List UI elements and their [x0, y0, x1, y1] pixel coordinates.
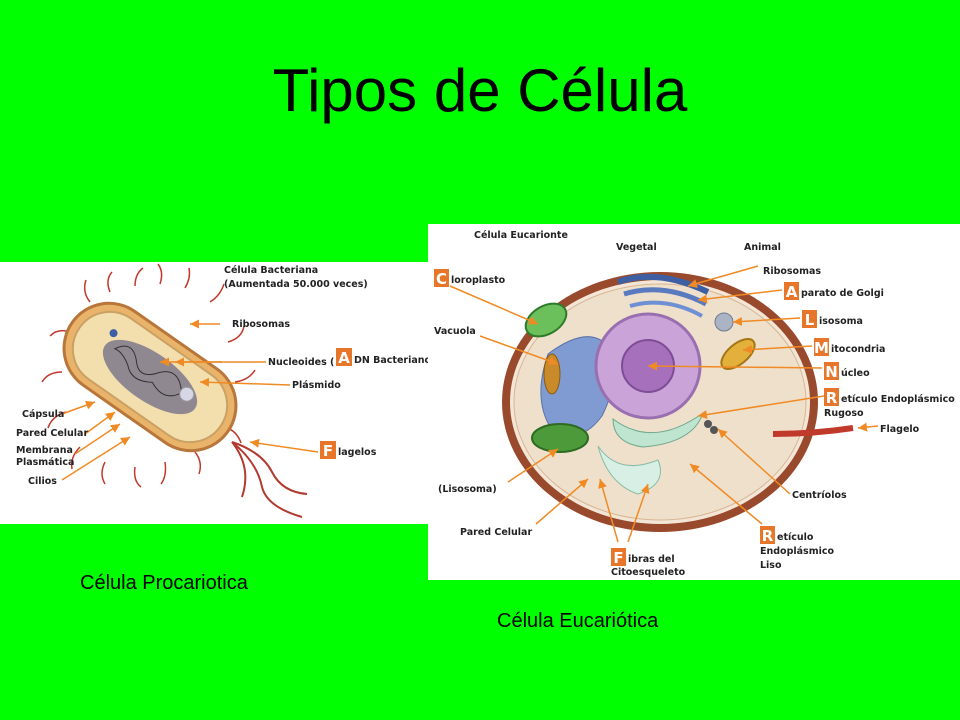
label-golgi: parato de Golgi — [801, 288, 884, 299]
label-liso: Liso — [760, 560, 782, 571]
cloroplasto-badge-letter: C — [436, 270, 447, 288]
col-vegetal: Vegetal — [616, 242, 657, 253]
prokaryote-caption: Célula Procariotica — [80, 572, 248, 594]
pro-arrows — [61, 319, 319, 481]
label-nucleo: úcleo — [841, 368, 870, 379]
bacterium-magnification: (Aumentada 50.000 veces) — [224, 279, 368, 290]
label-fibras: ibras del — [628, 554, 675, 565]
fibras-badge-letter: F — [613, 549, 623, 567]
label-adn: DN Bacteriano ) — [354, 355, 430, 366]
label-vacuola: Vacuola — [434, 326, 476, 337]
bacterium-heading: Célula Bacteriana — [224, 265, 318, 276]
eukaryote-diagram: C A L M N R F R Célula Eucarionte Vegeta… — [428, 224, 960, 580]
label-ribosomas: Ribosomas — [232, 319, 290, 330]
label-cilios: Cilios — [28, 476, 57, 487]
lisosoma-badge-letter: L — [805, 311, 815, 329]
euk-heading: Célula Eucarionte — [474, 230, 568, 241]
label-rer: etículo Endoplásmico — [841, 394, 955, 405]
rer-badge-letter: R — [826, 389, 838, 407]
nucleo-badge-letter: N — [825, 363, 838, 381]
bacterium-body — [62, 301, 238, 453]
label-plasmido: Plásmido — [292, 380, 341, 391]
label-membrana: Membrana — [16, 445, 73, 456]
label-lisosoma-vegetal: (Lisosoma) — [438, 484, 497, 495]
label-flagelo: Flagelo — [880, 424, 920, 435]
euk-arrows — [449, 265, 879, 543]
label-plasmatica: Plasmática — [16, 457, 74, 468]
flagella — [231, 441, 308, 518]
prokaryote-diagram: A F Célula Bacteriana (Aumentada 50.000 … — [0, 262, 430, 524]
flagelos-badge-letter: F — [323, 442, 333, 460]
eukaryote-caption: Célula Eucariótica — [497, 610, 659, 632]
col-animal: Animal — [744, 242, 781, 253]
label-capsula: Cápsula — [22, 409, 64, 420]
euk-badges — [434, 269, 839, 566]
label-lisosoma: isosoma — [819, 316, 863, 327]
label-citoesqueleto: Citoesqueleto — [611, 567, 686, 578]
label-cloroplasto: loroplasto — [451, 275, 506, 286]
flagelos-badge — [320, 441, 336, 459]
label-flagelos: lagelos — [338, 447, 377, 458]
label-centriolos: Centríolos — [792, 490, 847, 501]
rel-badge-letter: R — [762, 527, 774, 545]
label-endoplasmico-liso: Endoplásmico — [760, 546, 834, 557]
slide-title: Tipos de Célula — [272, 57, 688, 124]
mito-badge-letter: M — [814, 339, 829, 357]
label-reticulo-liso: etículo — [777, 532, 814, 543]
label-pared: Pared Celular — [16, 428, 88, 439]
eukaryotic-cell — [502, 272, 854, 532]
label-ribosomas: Ribosomas — [763, 266, 821, 277]
golgi-badge-letter: A — [786, 283, 798, 301]
cilia — [41, 263, 256, 488]
adn-badge-letter: A — [338, 349, 350, 367]
label-nucleoides: Nucleoides ( — [268, 357, 334, 368]
label-pared-celular: Pared Celular — [460, 527, 532, 538]
label-mitocondria: itocondria — [831, 344, 885, 355]
adn-badge — [336, 348, 352, 366]
label-rugoso: Rugoso — [824, 408, 864, 419]
